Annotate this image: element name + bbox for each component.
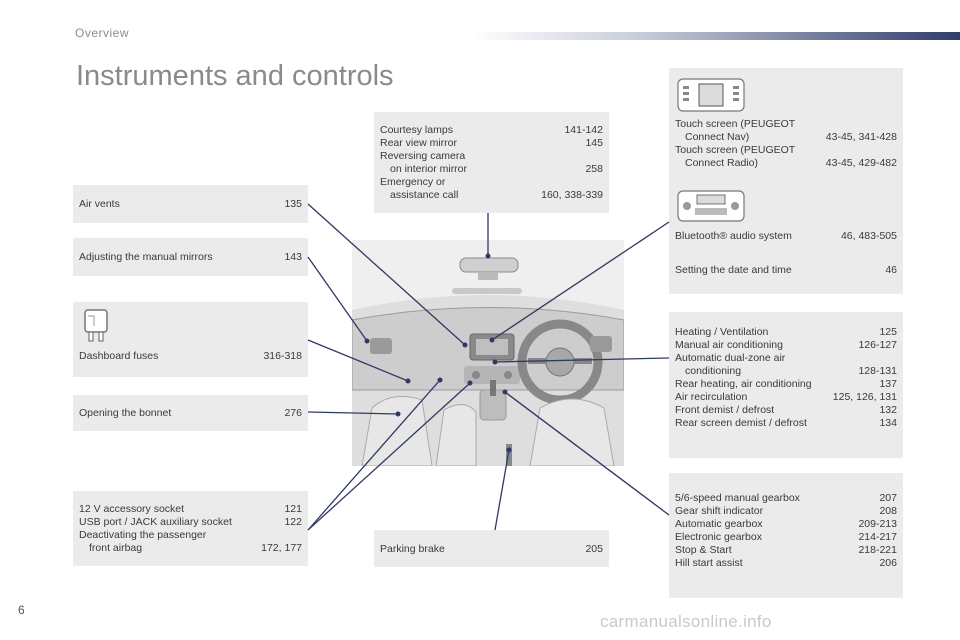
courtesy-page: 141-142 [564,124,603,136]
auto-gearbox-label: Automatic gearbox [675,518,763,530]
parking-box[interactable]: Parking brake 205 [374,530,609,567]
section-header: Overview [75,26,130,40]
rear-demist-page: 134 [879,417,897,429]
dashboard-illustration [352,240,624,466]
courtesy-label: Courtesy lamps [380,124,453,136]
emergency-label-line2: assistance call [390,189,459,201]
emergency-page: 160, 338-339 [541,189,603,201]
touch-radio-line2: Connect Radio) [685,157,758,169]
airbag-label-line1: Deactivating the passenger [79,529,207,541]
rear-heating-page: 137 [879,378,897,390]
bonnet-label: Opening the bonnet [79,407,172,419]
fuse-icon [84,309,108,342]
hill-start-label: Hill start assist [675,557,743,569]
hill-start-page: 206 [879,557,897,569]
touch-nav-line1: Touch screen (PEUGEOT [675,118,796,130]
sockets-box[interactable]: 12 V accessory socket 121 USB port / JACK… [73,491,308,566]
air-vents-page: 135 [284,198,302,210]
manual-ac-label: Manual air conditioning [675,339,783,351]
touch-nav-page: 43-45, 341-428 [825,131,897,143]
gear-indicator-label: Gear shift indicator [675,505,764,517]
emergency-label-line1: Emergency or [380,176,446,188]
mirrors-label: Adjusting the manual mirrors [79,251,213,263]
gearbox-box[interactable]: 5/6-speed manual gearbox 207 Gear shift i… [669,473,903,598]
usb-page: 122 [284,516,302,528]
camera-label-line2: on interior mirror [390,163,468,175]
rear-heating-label: Rear heating, air conditioning [675,378,812,390]
stop-start-page: 218-221 [858,544,897,556]
mirror-label: Rear view mirror [380,137,458,149]
bluetooth-label: Bluetooth® audio system [675,230,792,242]
bonnet-box[interactable]: Opening the bonnet 276 [73,395,308,431]
socket-label: 12 V accessory socket [79,503,185,515]
front-demist-page: 132 [879,404,897,416]
audio-system-icon [677,190,745,222]
rear-demist-label: Rear screen demist / defrost [675,417,807,429]
airbag-label-line2: front airbag [89,542,143,554]
stop-start-label: Stop & Start [675,544,732,556]
usb-label: USB port / JACK auxiliary socket [79,516,232,528]
page-number: 6 [18,603,25,617]
socket-page: 121 [284,503,302,515]
electronic-gearbox-page: 214-217 [858,531,897,543]
recirculation-page: 125, 126, 131 [832,391,897,403]
camera-page: 258 [585,163,603,175]
parking-page: 205 [585,543,603,555]
heating-page: 125 [879,326,897,338]
fuses-page: 316-318 [263,350,302,362]
recirculation-label: Air recirculation [675,391,748,403]
watermark: carmanualsonline.info [600,612,772,631]
airbag-page: 172, 177 [261,542,302,554]
heating-label: Heating / Ventilation [675,326,769,338]
fuses-box[interactable]: Dashboard fuses 316-318 [73,302,308,377]
auto-gearbox-page: 209-213 [858,518,897,530]
touch-nav-line2: Connect Nav) [685,131,750,143]
manual-gearbox-label: 5/6-speed manual gearbox [675,492,800,504]
air-vents-label: Air vents [79,198,120,210]
mirrors-page: 143 [284,251,302,263]
date-time-page: 46 [885,264,897,276]
camera-label-line1: Reversing camera [380,150,466,162]
touchscreen-box[interactable]: Touch screen (PEUGEOT Connect Nav) 43-45,… [669,68,903,294]
mirrors-box[interactable]: Adjusting the manual mirrors 143 [73,238,308,276]
touch-radio-line1: Touch screen (PEUGEOT [675,144,796,156]
date-time-label: Setting the date and time [675,264,792,276]
parking-label: Parking brake [380,543,445,555]
manual-ac-page: 126-127 [858,339,897,351]
manual-gearbox-page: 207 [879,492,897,504]
courtesy-box[interactable]: Courtesy lamps 141-142 Rear view mirror 14… [374,112,609,213]
auto-ac-line2: conditioning [685,365,742,377]
air-vents-box[interactable]: Air vents 135 [73,185,308,223]
auto-ac-page: 128-131 [858,365,897,377]
fuses-label: Dashboard fuses [79,350,159,362]
electronic-gearbox-label: Electronic gearbox [675,531,762,543]
header-accent-bar [470,32,960,40]
bonnet-page: 276 [284,407,302,419]
touch-screen-nav-icon [677,78,745,112]
auto-ac-line1: Automatic dual-zone air [675,352,786,364]
touch-radio-page: 43-45, 429-482 [825,157,897,169]
gear-indicator-page: 208 [879,505,897,517]
heating-box[interactable]: Heating / Ventilation 125 Manual air cond… [669,312,903,458]
front-demist-label: Front demist / defrost [675,404,775,416]
page-title: Instruments and controls [76,60,394,92]
bluetooth-page: 46, 483-505 [840,230,897,242]
mirror-page: 145 [585,137,603,149]
